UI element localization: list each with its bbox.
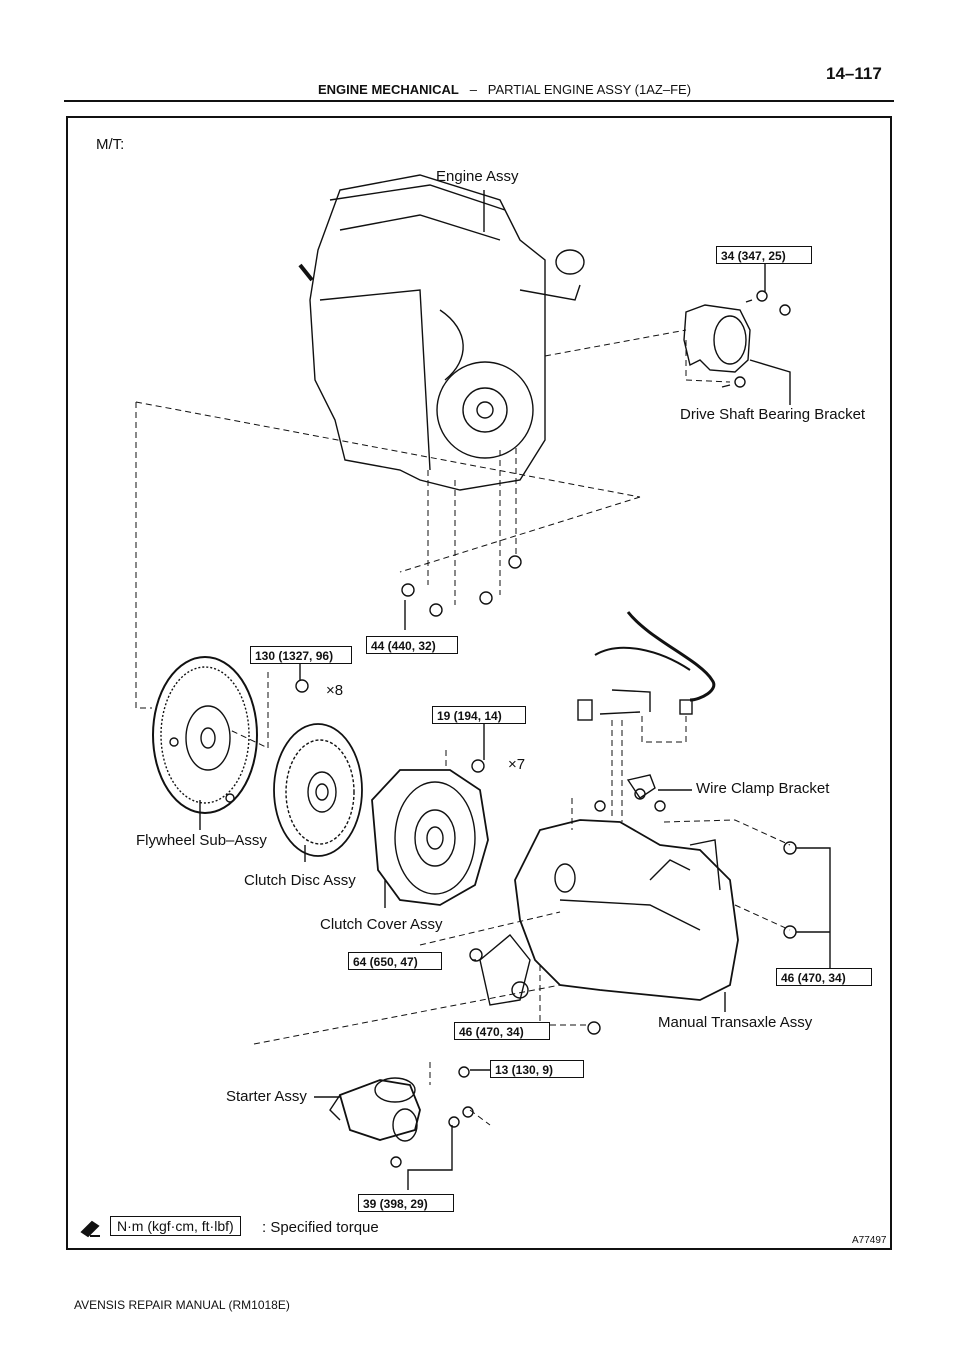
- torque-box: 34 (347, 25): [716, 246, 812, 264]
- multiplier-x8: ×8: [326, 682, 344, 699]
- torque-box: 64 (650, 47): [348, 952, 442, 970]
- part-label-clutch-cover: Clutch Cover Assy: [320, 916, 443, 933]
- figure-code: A77497: [852, 1235, 887, 1246]
- engine-illustration: [298, 174, 585, 491]
- transaxle-illustration: [479, 819, 739, 1006]
- drive-shaft-bracket-illustration: [683, 290, 791, 388]
- bolt-icon: [471, 759, 485, 773]
- section-title: ENGINE MECHANICAL: [318, 82, 459, 97]
- torque-box: 39 (398, 29): [358, 1194, 454, 1212]
- subsection-title: PARTIAL ENGINE ASSY (1AZ–FE): [487, 82, 692, 97]
- bolt-icon: [458, 1066, 470, 1078]
- torque-box: 46 (470, 34): [454, 1022, 550, 1040]
- clutch-disc-illustration: [273, 723, 363, 857]
- bolt-icon: [448, 1116, 460, 1128]
- torque-box: 19 (194, 14): [432, 706, 526, 724]
- page-number: 14–117: [826, 64, 882, 83]
- page-header-title: ENGINE MECHANICAL – PARTIAL ENGINE ASSY …: [318, 82, 691, 97]
- torque-box: 130 (1327, 96): [250, 646, 352, 664]
- part-label-wire-clamp: Wire Clamp Bracket: [696, 780, 830, 797]
- torque-box: 44 (440, 32): [366, 636, 458, 654]
- bolt-icon: [401, 583, 415, 597]
- variant-label: M/T:: [96, 136, 125, 153]
- part-label-drive-shaft-bracket: Drive Shaft Bearing Bracket: [680, 406, 866, 423]
- diagram-frame: [66, 116, 892, 1250]
- part-label-starter: Starter Assy: [226, 1088, 307, 1105]
- part-label-clutch-disc: Clutch Disc Assy: [244, 872, 356, 889]
- part-label-flywheel: Flywheel Sub–Assy: [136, 832, 267, 849]
- part-label-transaxle: Manual Transaxle Assy: [658, 1014, 813, 1031]
- header-separator: –: [469, 82, 477, 97]
- torque-box: 13 (130, 9): [490, 1060, 584, 1078]
- manual-footer: AVENSIS REPAIR MANUAL (RM1018E): [74, 1298, 290, 1312]
- multiplier-x7: ×7: [508, 756, 526, 773]
- starter-illustration: [329, 1077, 421, 1142]
- bolt-icon: [508, 555, 522, 569]
- bolt-icon: [295, 679, 309, 693]
- bolt-icon: [469, 948, 483, 962]
- part-label-engine: Engine Assy: [436, 168, 519, 185]
- torque-unit-legend: N·m (kgf·cm, ft·lbf): [110, 1216, 241, 1236]
- header-rule: [64, 100, 894, 102]
- bolt-icon: [479, 591, 493, 605]
- bolt-icon: [429, 603, 443, 617]
- bolt-icon: [587, 1021, 601, 1035]
- clutch-cover-illustration: [371, 769, 489, 906]
- flywheel-illustration: [152, 656, 258, 814]
- torque-box: 46 (470, 34): [776, 968, 872, 986]
- torque-legend-text: : Specified torque: [262, 1219, 379, 1236]
- wire-harness-illustration: [577, 611, 716, 721]
- bolt-icon: [390, 1156, 402, 1168]
